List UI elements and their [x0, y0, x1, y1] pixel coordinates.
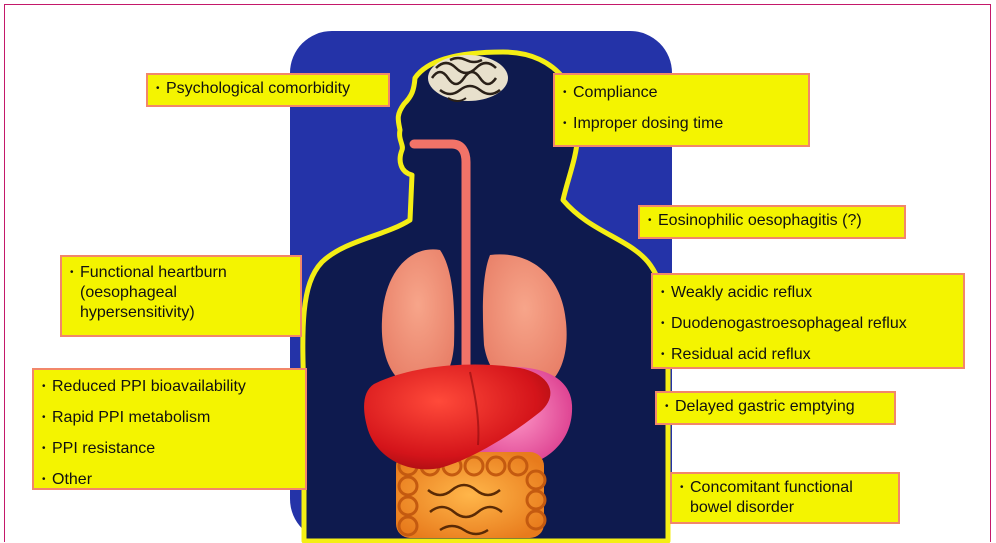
- label-item: Duodenogastroesophageal reflux: [661, 314, 955, 334]
- label-delayed-gastric-emptying: Delayed gastric emptying: [655, 391, 896, 425]
- label-psychological-comorbidity: Psychological comorbidity: [146, 73, 390, 107]
- label-reflux: Weakly acidic reflux Duodenogastroesopha…: [651, 273, 965, 369]
- label-item: Reduced PPI bioavailability: [42, 377, 297, 397]
- label-functional-heartburn: Functional heartburn (oesophageal hypers…: [60, 255, 302, 337]
- label-item: Other: [42, 470, 297, 490]
- label-item: Compliance: [563, 83, 800, 103]
- label-item: Psychological comorbidity: [156, 79, 380, 99]
- label-item: Delayed gastric emptying: [665, 397, 886, 417]
- label-item: Residual acid reflux: [661, 345, 955, 365]
- label-item: PPI resistance: [42, 439, 297, 459]
- label-item: Eosinophilic oesophagitis (?): [648, 211, 896, 231]
- label-item: Functional heartburn (oesophageal hypers…: [70, 263, 292, 323]
- label-item: Rapid PPI metabolism: [42, 408, 297, 428]
- label-compliance: Compliance Improper dosing time: [553, 73, 810, 147]
- label-functional-bowel-disorder: Concomitant functional bowel disorder: [670, 472, 900, 524]
- brain-icon: [428, 55, 508, 101]
- label-item: Improper dosing time: [563, 114, 800, 134]
- label-eosinophilic-oesophagitis: Eosinophilic oesophagitis (?): [638, 205, 906, 239]
- label-ppi-factors: Reduced PPI bioavailability Rapid PPI me…: [32, 368, 307, 490]
- label-item: Weakly acidic reflux: [661, 283, 955, 303]
- label-item: Concomitant functional bowel disorder: [680, 478, 890, 518]
